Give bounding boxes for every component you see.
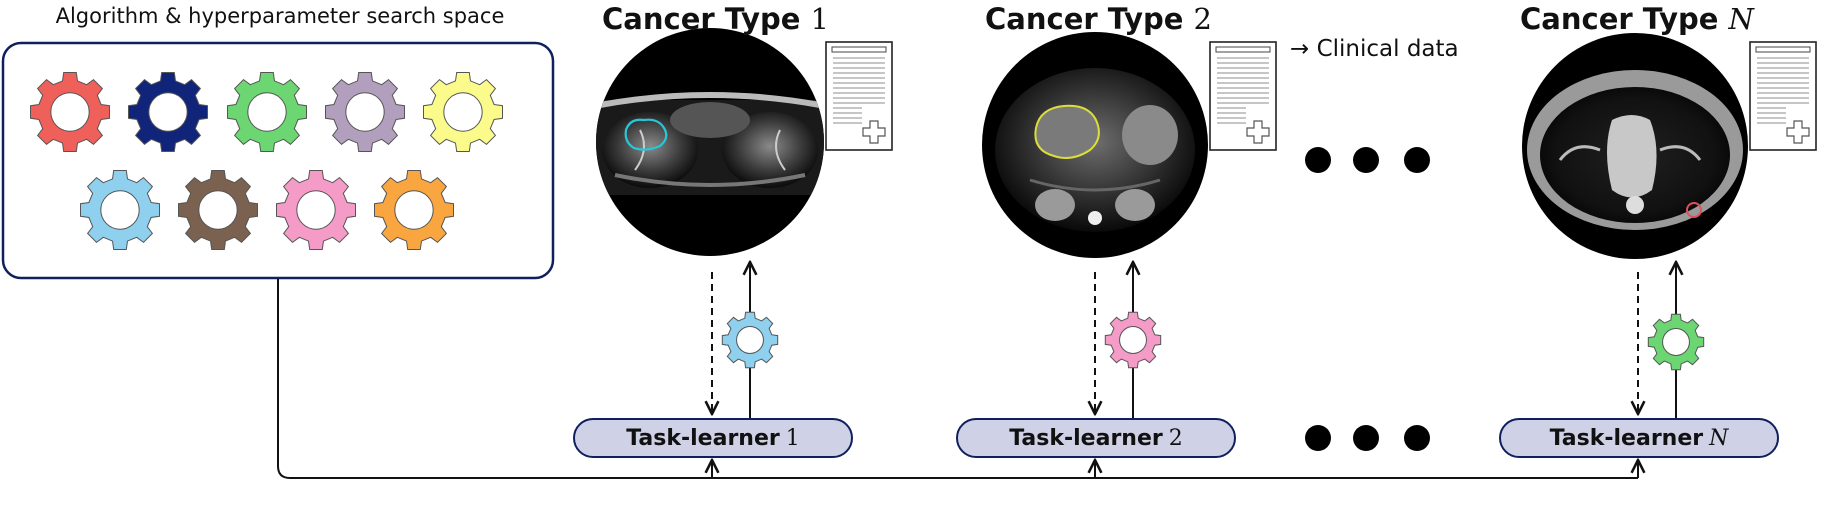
cancer-type-word: Cancer Type [602,2,801,36]
medical-image-2 [982,32,1208,258]
task-gear-3-icon [1647,313,1705,371]
clinical-document-n-icon [1749,41,1817,151]
red-gear-icon [30,72,110,152]
clinical-data-label: → Clinical data [1290,36,1459,62]
orange-gear-icon [374,170,454,250]
cancer-type-n-title: Cancer Type N [1520,2,1754,36]
cancer-type-number: N [1728,2,1754,36]
navy-gear-icon [128,72,208,152]
task-learner-1: Task-learner 1 [573,418,853,458]
task-learner-number: 1 [785,425,800,451]
cancer-type-word: Cancer Type [985,2,1184,36]
search-to-learners-line [277,279,1638,479]
task-learner-word: Task-learner [626,425,780,451]
search-space-title: Algorithm & hyperparameter search space [55,4,505,28]
task-learner-2: Task-learner 2 [956,418,1236,458]
task-learner-number: N [1709,425,1729,451]
pink-gear-icon [276,170,356,250]
medical-image-1 [596,28,824,256]
cancer-type-number: 1 [810,2,829,36]
lightblue-gear-icon [80,170,160,250]
task-gear-2-icon [1104,311,1162,369]
clinical-document-2-icon [1209,41,1277,151]
ellipsis-top [1305,147,1430,173]
yellow-gear-icon [423,72,503,152]
clinical-documents [825,41,1817,151]
gear-grid [30,72,503,250]
green-gear-icon [227,72,307,152]
task-gear-1-icon [721,311,779,369]
cancer-type-number: 2 [1193,2,1212,36]
mauve-gear-icon [325,72,405,152]
task-learner-number: 2 [1168,425,1183,451]
cancer-type-2-title: Cancer Type 2 [985,2,1212,36]
cancer-type-1-title: Cancer Type 1 [602,2,829,36]
brown-gear-icon [178,170,258,250]
medical-image-n [1522,33,1748,259]
ellipsis-bottom [1305,425,1430,451]
clinical-document-1-icon [825,41,893,151]
selected-gears [721,311,1705,371]
task-learner-word: Task-learner [1009,425,1163,451]
cancer-type-word: Cancer Type [1520,2,1719,36]
task-learner-word: Task-learner [1549,425,1704,451]
task-learner-n: Task-learner N [1499,418,1779,458]
